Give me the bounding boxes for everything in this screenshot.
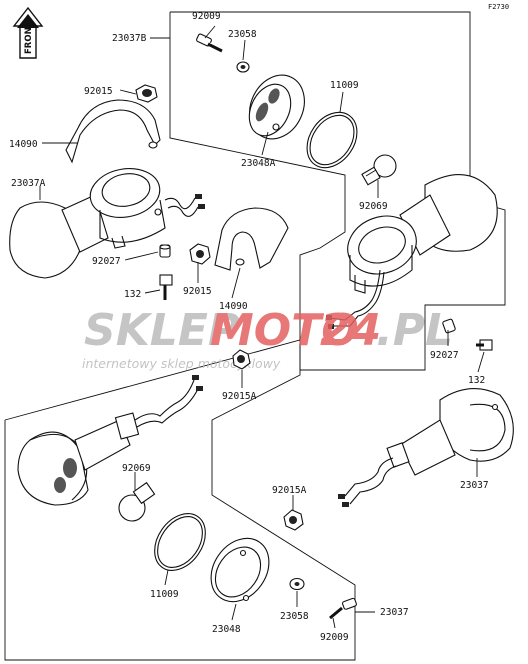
gasket-ring-11009-bottom <box>154 513 206 571</box>
label-92009-top: 92009 <box>192 11 221 22</box>
front-label: FRONT <box>24 21 34 54</box>
label-23058-top: 23058 <box>228 29 257 40</box>
label-23037A: 23037A <box>11 178 46 189</box>
label-132-left: 132 <box>124 289 141 300</box>
bracket-14090-left <box>65 99 161 164</box>
bulb-92069-top <box>361 154 397 186</box>
label-23058-bottom: 23058 <box>280 611 309 622</box>
label-92015A-right: 92015A <box>272 485 307 496</box>
label-14090-mid: 14090 <box>219 301 248 312</box>
spacer-92027-left <box>159 244 171 258</box>
shop-watermark: SKLEP MOTO 24 .PL internetowy sklep moto… <box>82 305 453 371</box>
turn-signal-body-left <box>9 168 205 279</box>
label-11009-bottom: 11009 <box>150 589 179 600</box>
washer-23058-bottom <box>289 577 305 591</box>
label-92015A-center: 92015A <box>222 391 257 402</box>
label-92069-bottom: 92069 <box>122 463 151 474</box>
washer-23058-top <box>236 61 250 73</box>
label-92027-right: 92027 <box>430 350 459 361</box>
turn-signal-body-right-bottom <box>338 388 514 507</box>
label-23037B: 23037B <box>112 33 147 44</box>
bracket-14090-mid <box>214 207 289 271</box>
label-23048: 23048 <box>212 624 241 635</box>
spacer-92027-right <box>442 318 456 334</box>
nut-92015-left <box>135 84 158 103</box>
watermark-brand-4: .PL <box>376 305 453 356</box>
label-92069-top: 92069 <box>359 201 388 212</box>
label-132-right: 132 <box>468 375 485 386</box>
leader-lines <box>39 25 485 629</box>
figure-code: F2730 <box>488 3 509 11</box>
part-labels: 92009 23037B 23058 11009 23048A 92069 92… <box>9 11 489 643</box>
label-23037: 23037 <box>380 607 409 618</box>
screw-92009-top <box>196 33 225 53</box>
lens-cover-23048A <box>248 74 305 140</box>
bolt-132-left <box>159 274 173 300</box>
screw-92009-bottom <box>329 597 357 620</box>
label-92027-left: 92027 <box>92 256 121 267</box>
nut-92015-mid <box>189 243 211 265</box>
turn-signal-body-left-bottom <box>17 375 203 506</box>
watermark-brand-2: MOTO <box>210 305 359 356</box>
label-23037-right: 23037 <box>460 480 489 491</box>
lens-cover-23048 <box>210 537 270 603</box>
label-92009-bottom: 92009 <box>320 632 349 643</box>
label-92015-mid: 92015 <box>183 286 212 297</box>
label-11009-top: 11009 <box>330 80 359 91</box>
watermark-brand-1: SKLEP <box>84 305 240 356</box>
nut-92015A-right <box>283 509 304 531</box>
front-arrow-icon: FRONT <box>12 6 44 59</box>
bulb-92069-bottom <box>118 481 156 522</box>
nut-92015A-center <box>232 349 251 370</box>
bolt-132-right <box>476 339 493 351</box>
gasket-ring-11009-top <box>306 111 358 169</box>
watermark-brand-3: 24 <box>320 305 381 356</box>
label-23048A: 23048A <box>241 158 276 169</box>
watermark-tagline: internetowy sklep motocyklowy <box>82 356 281 371</box>
label-92015-left: 92015 <box>84 86 113 97</box>
label-14090-left: 14090 <box>9 139 38 150</box>
turn-signal-body-right-top <box>326 174 498 329</box>
